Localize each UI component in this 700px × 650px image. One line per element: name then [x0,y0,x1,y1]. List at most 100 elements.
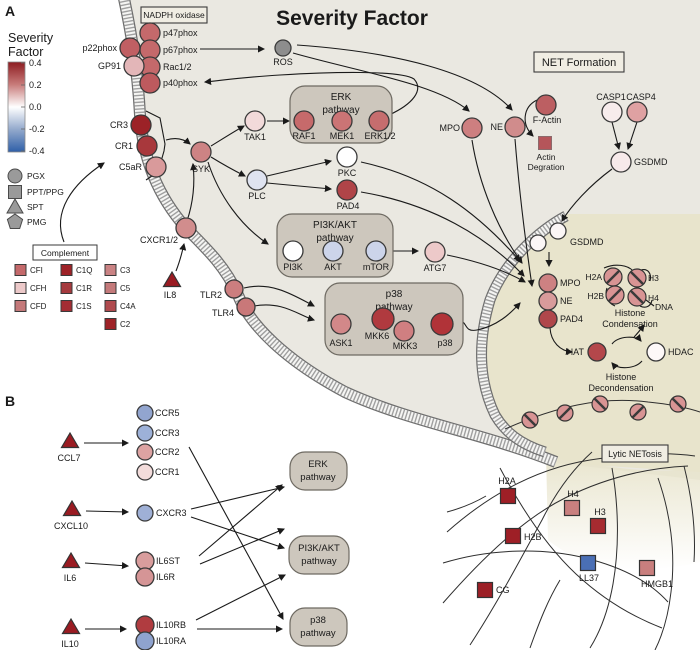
edge-tlr2-p38box [243,285,315,307]
node-label-mkk6-26: MKK6 [365,331,390,341]
shape-legend-label-spt: SPT [27,202,44,212]
node-mkk3-27 [393,320,415,342]
node-mkk6-26 [371,307,395,331]
pi3k-pathway-a-title-2: pathway [316,233,353,244]
edge-plc-pad4 [266,182,333,192]
node-il10ra-50 [135,631,155,650]
net-square-label-h3: H3 [594,507,606,517]
histone-nucleosome-3-stripe [607,287,623,303]
complement-swatch-c1s [60,300,73,312]
node-tak1-13 [244,110,266,132]
node-ccr3-43 [136,424,154,442]
node-label-gsdmd-34: GSDMD [634,157,668,167]
node-mpo-37 [538,273,558,293]
edge-casp4-gsdmd [626,121,638,151]
complement-label-cfd: CFD [30,302,47,311]
node-label-tlr2-10: TLR2 [200,290,222,300]
node-label-mek1-19: MEK1 [330,131,355,141]
histone-label-h2b: H2B [587,291,604,301]
node-gp91-5 [123,55,145,77]
complement-label-c1s: C1S [76,302,92,311]
lytic-fade-region [546,452,700,570]
lytic-netosis-box-label: Lytic NETosis [608,449,662,459]
net-square-h2b [504,527,522,545]
edge-erk12-p40phox [203,71,419,116]
cluster-dna-4 [639,299,653,308]
node-ccr5-42 [136,404,154,422]
edge-cxcr12-syk [186,162,198,222]
node-label-gsdmd-35: GSDMD [570,237,604,247]
edge-il10rb-pi3k [195,574,286,621]
complement-box [32,244,98,261]
complement-swatch-cfh [14,282,27,294]
complement-swatch-c1r [60,282,73,294]
complement-swatch-c2 [104,318,117,330]
net-square-label-h2b: H2B [524,532,542,542]
page-title: Severity Factor [276,7,428,30]
node-hdac-41 [646,342,666,362]
edge-syk-plc [210,156,246,177]
net-square-h4 [563,499,581,517]
strand-nucleosome-4-stripe [631,405,645,419]
colorbar-tick-label-0.2: 0.2 [29,80,42,90]
edge-ros-ne [296,44,513,111]
edge-receptors-syk [165,137,191,145]
colorbar-tick-label--0.2: -0.2 [29,124,45,134]
complement-swatch-c5 [104,282,117,294]
net-fiber-10 [529,579,561,649]
erk-pathway-b [289,451,348,491]
node-label-pi3k-21: PI3K [283,262,303,272]
node-label-cr3-6: CR3 [110,120,128,130]
node-label-raf1-18: RAF1 [292,131,315,141]
node-il6st-47 [135,551,155,571]
node-label-ne-38: NE [560,296,573,306]
node-atg7-24 [424,241,446,263]
histone-label-h2a: H2A [585,272,602,282]
colorbar-title-2: Factor [8,45,43,59]
edge-pad4n-hat [549,327,574,356]
node-label-hdac-41: HDAC [668,347,694,357]
erk-pathway-b-title-1: ERK [308,459,328,470]
node-cr3-6 [130,114,152,136]
node-ask1-25 [330,313,352,335]
edge-pkc-nucleus [360,161,521,262]
edge-ne-nucleus [514,138,535,288]
strand-nucleosome-2-stripe [558,406,572,420]
node-ros-17 [274,39,292,57]
complement-label-c1r: C1R [76,284,92,293]
node-cxcr3-46 [136,504,154,522]
net-square-label-cg: CG [496,585,510,595]
histone-label-h3: H3 [648,273,659,283]
net-square-h3 [589,517,607,535]
misc-label-2: Histone [606,372,637,382]
edge-ccr-p38 [188,446,284,620]
pi3k-pathway-b-title-2: pathway [301,556,337,567]
panel-b-label: B [5,393,15,409]
node-label-hat-40: HAT [567,347,585,357]
node-label-rac12-2: Rac1/2 [163,62,192,72]
node-pkc-15 [336,146,358,168]
node-p38-28 [430,312,454,336]
node-label-tlr4-11: TLR4 [212,308,234,318]
node-label-atg7-24: ATG7 [424,263,447,273]
node-raf1-18 [293,110,315,132]
net-fiber-6 [589,467,618,649]
p38-pathway-a-title-2: pathway [375,302,412,313]
shape-legend-label-pptppg: PPT/PPG [27,187,64,197]
node-ne-38 [538,291,558,311]
nadph-oxidase-box [140,6,208,24]
edge-gsdmd-membrane [561,168,613,222]
node-tlr4-11 [236,297,256,317]
net-square-label-h2a: H2A [498,476,516,486]
node-label-ask1-25: ASK1 [329,338,352,348]
node-label-p38-28: p38 [437,338,452,348]
complement-swatch-cfi [14,264,27,276]
net-fiber-9 [446,495,487,513]
edge-casp1-gsdmd [611,121,621,151]
node-tlr2-10 [224,279,244,299]
node-plc-14 [246,169,268,191]
net-formation-box-label: NET Formation [542,57,616,69]
net-formation-box [533,51,625,73]
